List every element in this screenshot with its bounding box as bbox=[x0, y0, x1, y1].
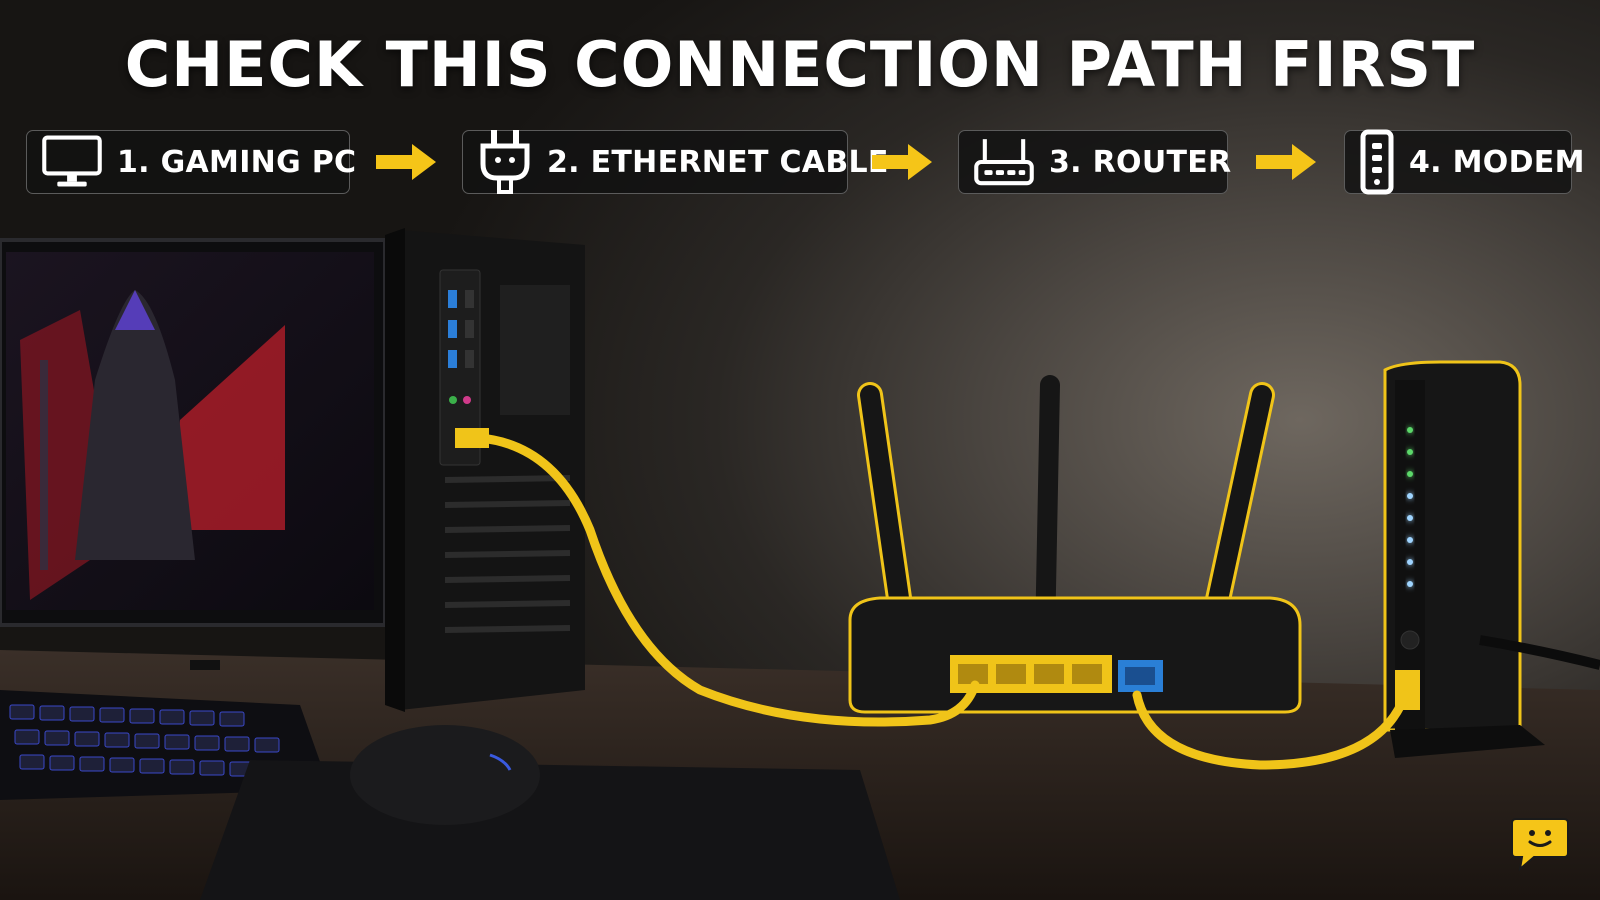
arrow-icon bbox=[1256, 144, 1316, 180]
ethernet-cables bbox=[475, 433, 1410, 770]
router bbox=[848, 375, 1302, 714]
monitor-icon bbox=[41, 135, 103, 189]
step-router: 3. ROUTER bbox=[958, 130, 1232, 194]
step-label: 4. MODEM bbox=[1409, 144, 1585, 180]
arrow-icon bbox=[376, 144, 436, 180]
step-ethernet-cable: 2. ETHERNET CABLE bbox=[462, 130, 888, 194]
step-label: 1. GAMING PC bbox=[117, 144, 357, 180]
step-modem: 4. MODEM bbox=[1344, 129, 1584, 195]
mouse bbox=[350, 725, 540, 825]
router-icon bbox=[973, 135, 1035, 189]
pc-tower bbox=[385, 228, 585, 712]
arrow-icon bbox=[872, 144, 932, 180]
modem-icon bbox=[1359, 129, 1395, 195]
step-gaming-pc: 1. GAMING PC bbox=[26, 130, 356, 194]
step-label: 3. ROUTER bbox=[1049, 144, 1232, 180]
modem bbox=[1383, 360, 1600, 758]
chat-smile-icon bbox=[1511, 818, 1569, 871]
pc-ethernet-plug bbox=[455, 428, 489, 448]
plug-icon bbox=[477, 130, 533, 194]
step-label: 2. ETHERNET CABLE bbox=[547, 144, 889, 180]
monitor bbox=[0, 238, 387, 670]
mouse-pad bbox=[200, 760, 900, 900]
page-title: CHECK THIS CONNECTION PATH FIRST bbox=[124, 28, 1476, 101]
